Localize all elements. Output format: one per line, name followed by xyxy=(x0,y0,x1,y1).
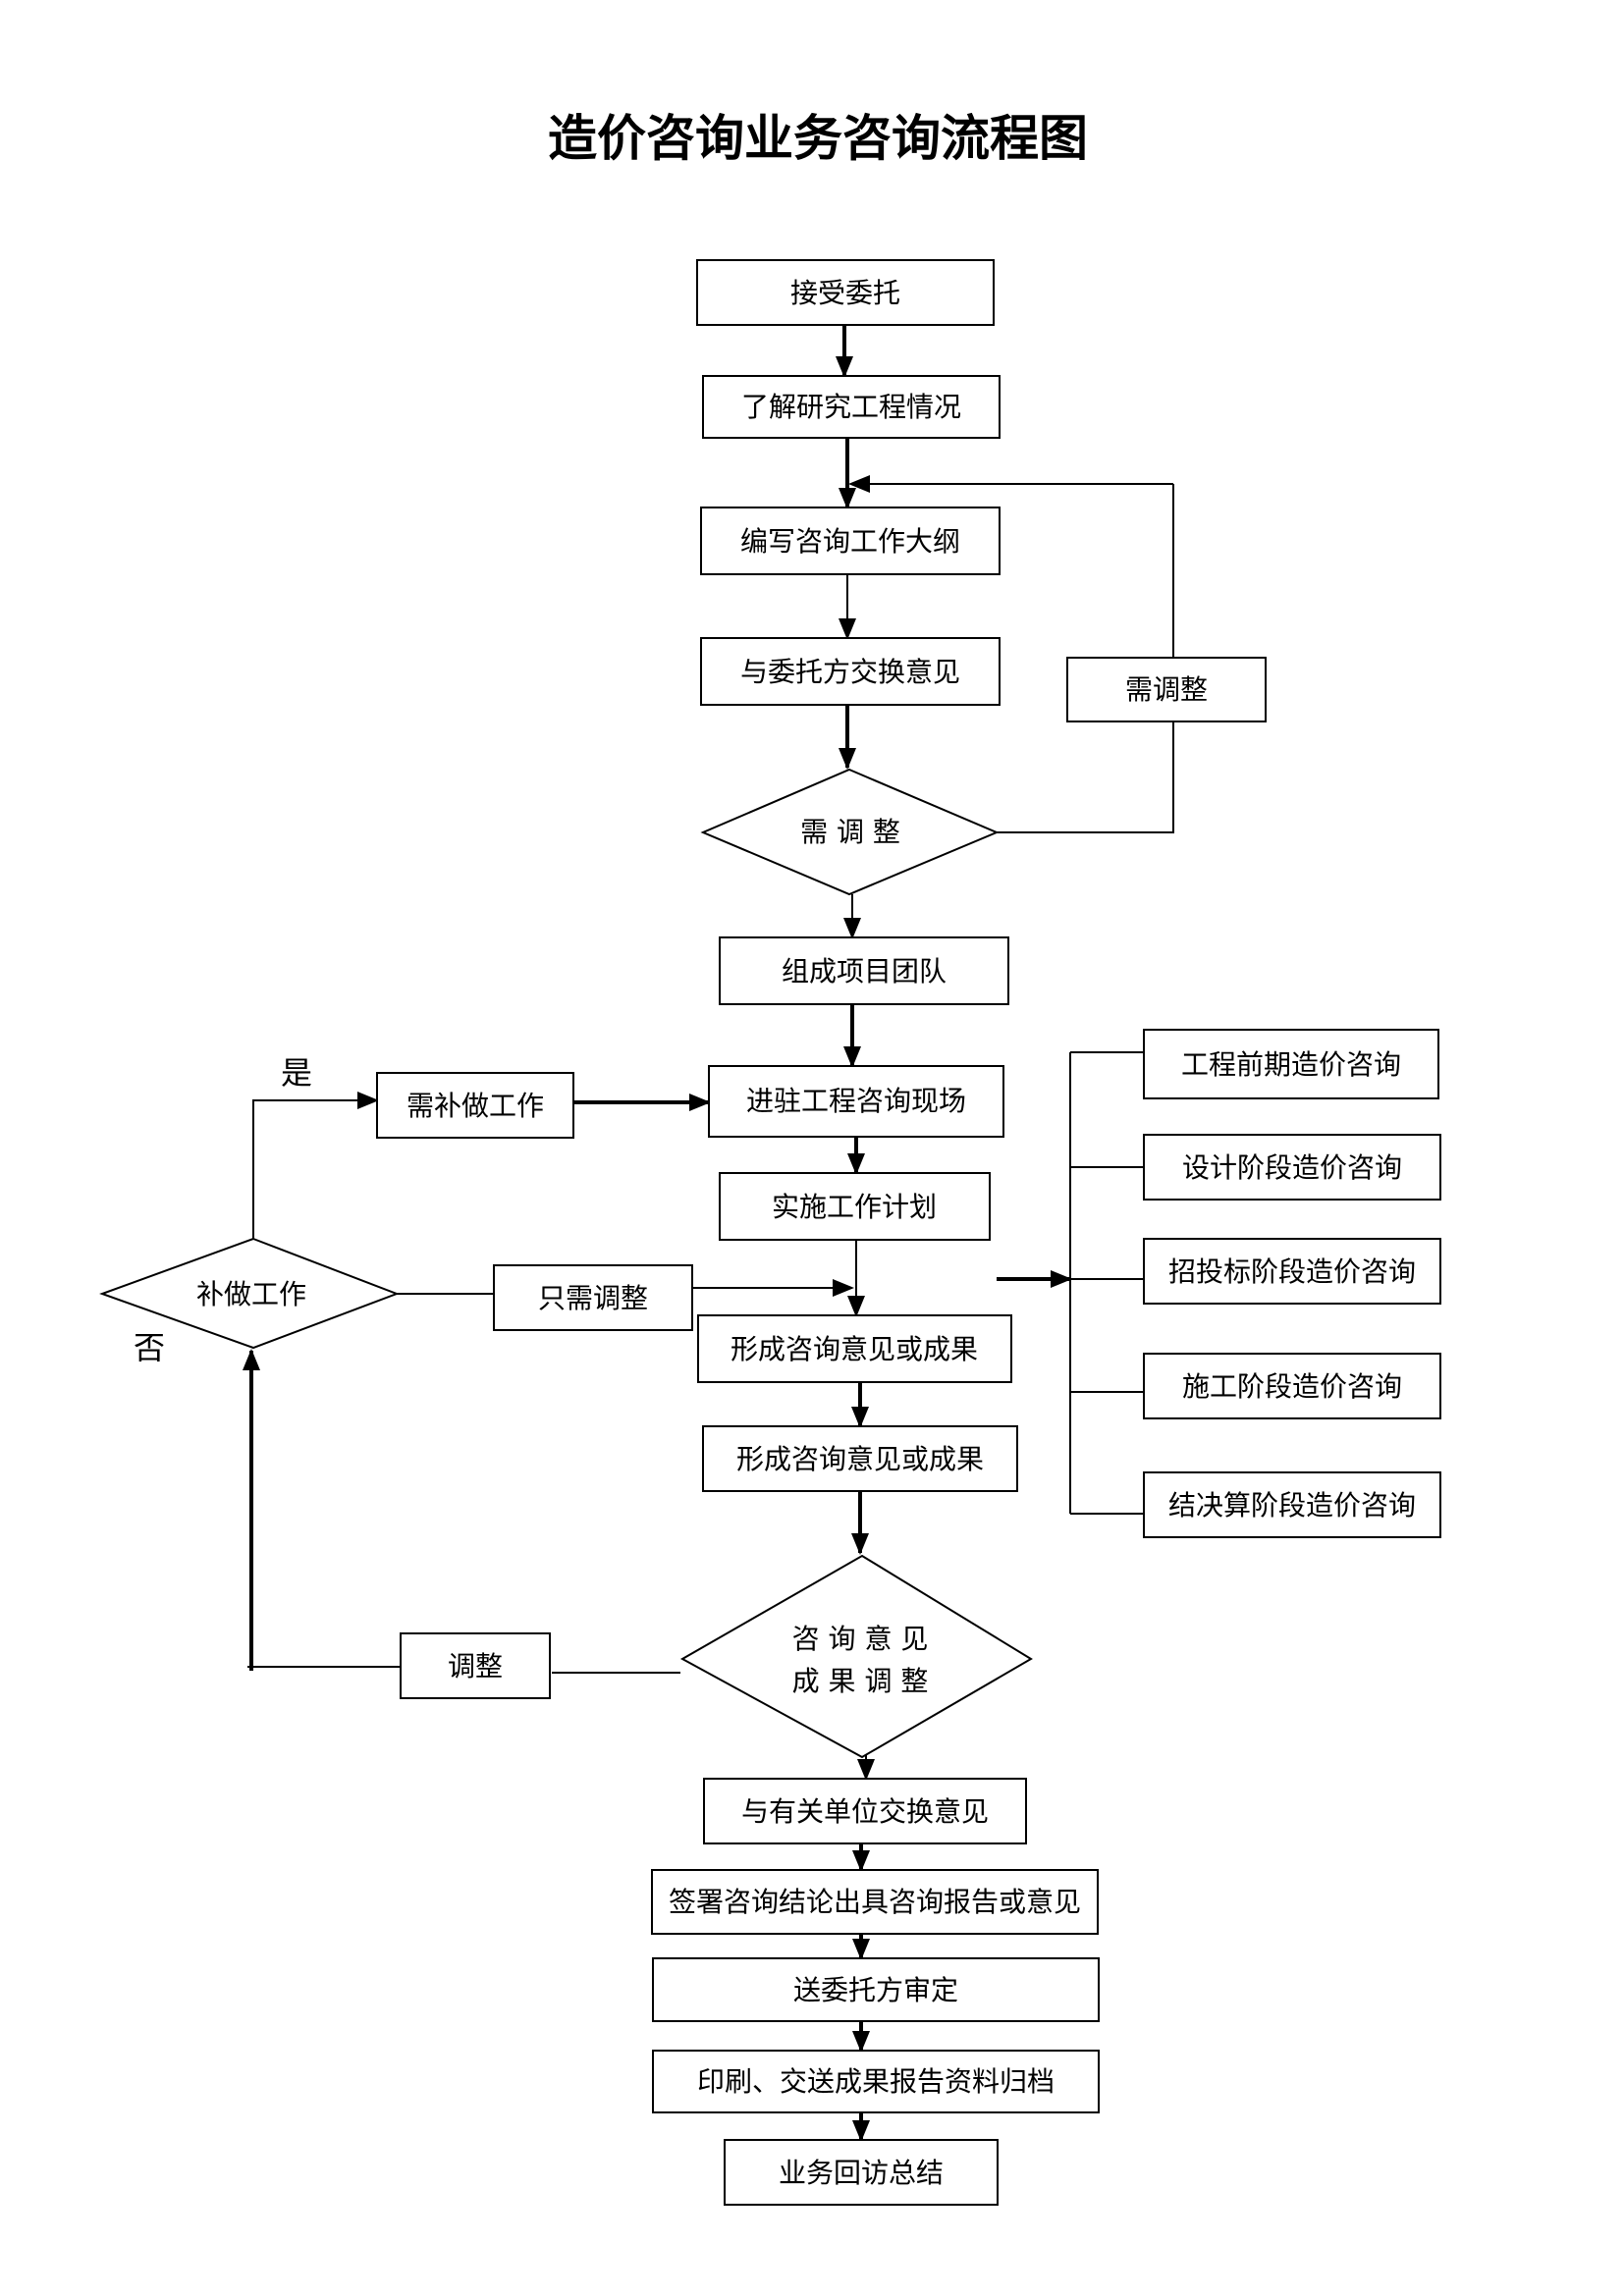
node-sign: 签署咨询结论出具咨询报告或意见 xyxy=(651,1869,1099,1935)
decision-supplement-label: 补做工作 xyxy=(196,1278,306,1310)
node-exchange-client: 与委托方交换意见 xyxy=(700,637,1001,706)
node-accept: 接受委托 xyxy=(696,259,995,326)
stage-2: 设计阶段造价咨询 xyxy=(1143,1134,1441,1201)
node-outline-label: 编写咨询工作大纲 xyxy=(740,525,960,558)
node-adjust-label: 调整 xyxy=(448,1650,503,1682)
decision-supplement: 补做工作 xyxy=(99,1237,400,1350)
node-site-label: 进驻工程咨询现场 xyxy=(746,1085,966,1117)
node-result-2: 形成咨询意见或成果 xyxy=(702,1425,1018,1492)
node-followup-label: 业务回访总结 xyxy=(779,2157,944,2189)
node-sign-label: 签署咨询结论出具咨询报告或意见 xyxy=(669,1886,1081,1918)
line-decision-to-adjust-box xyxy=(997,721,1174,833)
node-exchange-units: 与有关单位交换意见 xyxy=(703,1778,1027,1844)
stage-1-label: 工程前期造价咨询 xyxy=(1181,1048,1401,1081)
node-study-label: 了解研究工程情况 xyxy=(741,391,961,423)
node-print-label: 印刷、交送成果报告资料归档 xyxy=(697,2065,1055,2098)
label-no: 否 xyxy=(134,1329,165,1366)
node-site: 进驻工程咨询现场 xyxy=(708,1065,1004,1138)
node-result-2-label: 形成咨询意见或成果 xyxy=(736,1443,984,1475)
page-title: 造价咨询业务咨询流程图 xyxy=(548,109,1088,167)
node-team-label: 组成项目团队 xyxy=(782,955,947,988)
node-plan: 实施工作计划 xyxy=(719,1172,991,1241)
node-supplement-needed-label: 需补做工作 xyxy=(406,1090,544,1122)
node-exchange-client-label: 与委托方交换意见 xyxy=(740,656,960,688)
stage-5-label: 结决算阶段造价咨询 xyxy=(1168,1489,1416,1522)
node-team: 组成项目团队 xyxy=(719,936,1009,1005)
node-review-label: 送委托方审定 xyxy=(793,1974,958,2006)
node-only-adjust: 只需调整 xyxy=(493,1264,693,1331)
node-adjust-box: 需调整 xyxy=(1066,657,1267,722)
stage-3: 招投标阶段造价咨询 xyxy=(1143,1238,1441,1305)
stage-5: 结决算阶段造价咨询 xyxy=(1143,1471,1441,1538)
line-supplement-yes xyxy=(252,1099,377,1239)
decision-adjust-label: 需 调 整 xyxy=(800,816,900,848)
node-exchange-units-label: 与有关单位交换意见 xyxy=(741,1795,989,1828)
decision-result-adjust: 咨 询 意 见 成 果 调 整 xyxy=(679,1554,1033,1759)
node-supplement-needed: 需补做工作 xyxy=(376,1072,574,1139)
decision-result-adjust-line2: 成 果 调 整 xyxy=(792,1665,929,1697)
node-outline: 编写咨询工作大纲 xyxy=(700,507,1001,575)
decision-result-adjust-line1: 咨 询 意 见 xyxy=(792,1623,929,1655)
node-review: 送委托方审定 xyxy=(652,1957,1100,2022)
node-only-adjust-label: 只需调整 xyxy=(538,1282,648,1314)
node-study: 了解研究工程情况 xyxy=(702,375,1001,439)
stage-4: 施工阶段造价咨询 xyxy=(1143,1353,1441,1419)
stage-1: 工程前期造价咨询 xyxy=(1143,1029,1439,1099)
decision-adjust: 需 调 整 xyxy=(700,768,1000,896)
stage-3-label: 招投标阶段造价咨询 xyxy=(1168,1255,1416,1288)
node-adjust: 调整 xyxy=(400,1632,551,1699)
node-result-1: 形成咨询意见或成果 xyxy=(697,1314,1012,1383)
node-accept-label: 接受委托 xyxy=(790,277,900,309)
label-yes: 是 xyxy=(281,1054,312,1092)
stage-4-label: 施工阶段造价咨询 xyxy=(1182,1370,1402,1403)
connectors xyxy=(243,325,1174,2142)
node-print: 印刷、交送成果报告资料归档 xyxy=(652,2050,1100,2113)
node-adjust-box-label: 需调整 xyxy=(1125,673,1208,706)
node-plan-label: 实施工作计划 xyxy=(772,1191,937,1223)
node-followup: 业务回访总结 xyxy=(724,2139,999,2206)
node-result-1-label: 形成咨询意见或成果 xyxy=(731,1333,978,1365)
stage-2-label: 设计阶段造价咨询 xyxy=(1182,1151,1402,1184)
